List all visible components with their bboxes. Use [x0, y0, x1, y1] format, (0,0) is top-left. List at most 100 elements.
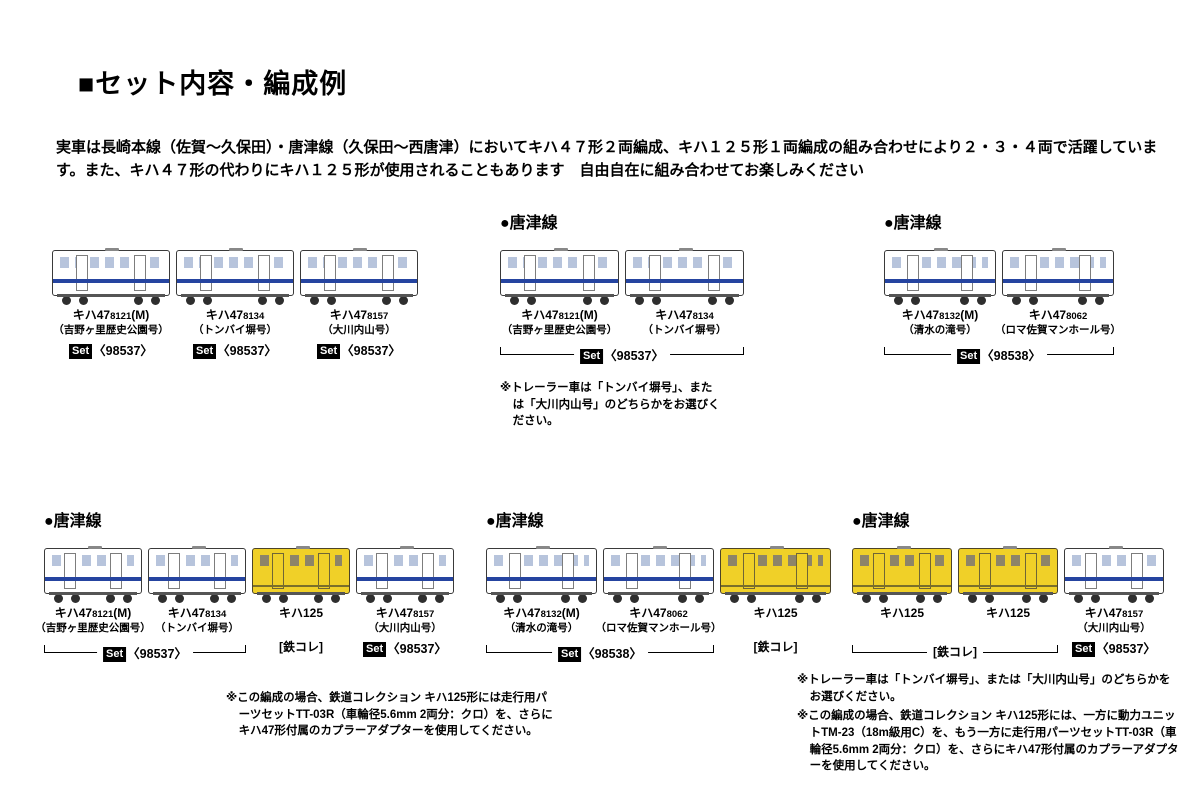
car-windows	[633, 257, 736, 268]
car-door-left-icon	[872, 553, 885, 589]
car-bogie-left	[730, 594, 756, 604]
car-windows	[308, 257, 410, 268]
car-body	[852, 548, 952, 594]
car-door-right-icon	[1131, 553, 1144, 589]
set-badge: Set	[69, 344, 93, 359]
car-subtitle: （吉野ヶ里歴史公園号）	[35, 622, 151, 634]
footnote: ※この編成の場合、鉄道コレクション キハ125形には走行用パーツセットTT-03…	[226, 692, 553, 738]
car-label: キハ125	[879, 606, 925, 620]
train-car-kiha47	[300, 248, 418, 306]
set-number: 〈98537〉	[387, 642, 447, 656]
car-number: 8132	[939, 311, 961, 322]
car-roof-vent	[934, 248, 949, 251]
train-car-kiha47	[176, 248, 294, 306]
car-roof-vent	[105, 248, 120, 251]
train-car-kiha125	[958, 546, 1058, 604]
car-number: 8157	[1122, 609, 1144, 620]
car-door-left-icon	[907, 255, 919, 291]
cars-row: キハ478132(M)（清水の滝号）キハ478062（ロマ佐賀マンホール号）キハ…	[486, 546, 831, 654]
train-car-kiha47	[44, 546, 142, 604]
formation-group-c: ●唐津線キハ478132(M)（清水の滝号）キハ478062（ロマ佐賀マンホール…	[884, 215, 1121, 364]
car-roof-vent	[1109, 546, 1123, 549]
cars-row: キハ478121(M)（吉野ヶ里歴史公園号）Set〈98537〉キハ478134…	[52, 248, 418, 359]
train-car-kiha47	[1064, 546, 1164, 604]
car-body	[500, 250, 619, 296]
car-bogie-right	[1022, 594, 1048, 604]
set-number: 〈98538〉	[981, 349, 1041, 363]
car-door-left-icon	[272, 553, 285, 589]
bracket-label: Set〈98538〉	[552, 643, 648, 662]
car-windows	[156, 555, 238, 566]
set-badge: Set	[580, 349, 604, 364]
car-set-label: Set〈98537〉	[154, 340, 316, 359]
car-cell: キハ478121(M)（吉野ヶ里歴史公園号）Set〈98537〉	[52, 248, 170, 359]
car-windows	[1010, 257, 1106, 268]
car-door-left-icon	[376, 553, 389, 589]
car-subtitle: （トンバイ塀号）	[193, 324, 277, 336]
car-cell: キハ125	[852, 546, 952, 636]
car-door-right-icon	[257, 255, 270, 291]
set-number: 〈98537〉	[127, 647, 187, 661]
intro-text: 実車は長崎本線（佐賀～久保田）・唐津線（久保田～西唐津）においてキハ４７形２両編…	[56, 139, 1158, 180]
car-cell: キハ478132(M)（清水の滝号）	[884, 248, 996, 338]
car-label: キハ125	[753, 606, 798, 620]
car-door-right-icon	[109, 553, 122, 589]
car-cell: キハ125[鉄コレ]	[720, 546, 831, 654]
car-door-left-icon	[649, 255, 662, 291]
car-door-left-icon	[1025, 255, 1037, 291]
car-bogie-left	[613, 594, 639, 604]
car-stripe	[357, 577, 453, 581]
car-door-right-icon	[679, 553, 692, 589]
car-bogie-left	[1012, 296, 1038, 306]
car-number: 8134	[243, 311, 265, 322]
line-heading: ●唐津線	[884, 215, 942, 232]
car-door-right-icon	[562, 553, 575, 589]
car-body	[625, 250, 744, 296]
car-door-right-icon	[317, 553, 330, 589]
car-door-right-icon	[961, 255, 973, 291]
car-windows	[728, 555, 823, 566]
bracket-label: [鉄コレ]	[927, 643, 983, 660]
car-door-right-icon	[582, 255, 595, 291]
train-car-kiha47	[500, 248, 619, 306]
footnote: ※トレーラー車は「トンバイ塀号」、または「大川内山号」のどちらかをお選びください…	[797, 674, 1171, 703]
car-door-right-icon	[1025, 553, 1038, 589]
set-number: 〈98537〉	[341, 344, 401, 358]
car-roof-vent	[88, 546, 103, 549]
formation-group-a: キハ478121(M)（吉野ヶ里歴史公園号）Set〈98537〉キハ478134…	[52, 248, 418, 359]
car-stripe	[487, 577, 596, 581]
car-door-right-icon	[796, 553, 809, 589]
train-car-kiha125	[720, 546, 831, 604]
set-number: 〈98537〉	[604, 349, 664, 363]
train-car-kiha47	[148, 546, 246, 604]
car-subtitle: （大川内山号）	[322, 324, 396, 336]
car-bogie-right	[916, 594, 942, 604]
car-set-label: Set〈98537〉	[278, 340, 440, 359]
car-bogie-right	[210, 594, 236, 604]
car-stripe	[626, 279, 743, 283]
page-title: ■セット内容・編成例	[78, 69, 348, 99]
car-stripe	[501, 279, 618, 283]
set-bracket: Set〈98537〉	[500, 344, 744, 364]
car-stripe	[885, 279, 995, 283]
bracket-label: Set〈98538〉	[951, 345, 1047, 364]
car-cell: キハ478134（トンバイ塀号）	[625, 248, 744, 338]
formation-group-e: ●唐津線キハ478132(M)（清水の滝号）キハ478062（ロマ佐賀マンホール…	[486, 514, 831, 662]
set-badge: Set	[103, 647, 127, 662]
line-heading: ●唐津線	[852, 513, 910, 530]
car-bogie-left	[510, 296, 536, 306]
car-body	[1002, 250, 1114, 296]
car-windows	[860, 555, 944, 566]
car-cell: キハ478134（トンバイ塀号）	[148, 546, 246, 636]
car-bogie-left	[158, 594, 184, 604]
car-subtitle: （大川内山号）	[368, 622, 442, 634]
car-number: 8132	[540, 609, 562, 620]
car-subtitle: （大川内山号）	[1077, 622, 1151, 634]
car-bogie-left	[862, 594, 888, 604]
train-car-kiha47	[625, 248, 744, 306]
car-door-left-icon	[324, 255, 337, 291]
car-door-left-icon	[742, 553, 755, 589]
car-body	[720, 548, 831, 594]
car-bogie-right	[134, 296, 160, 306]
